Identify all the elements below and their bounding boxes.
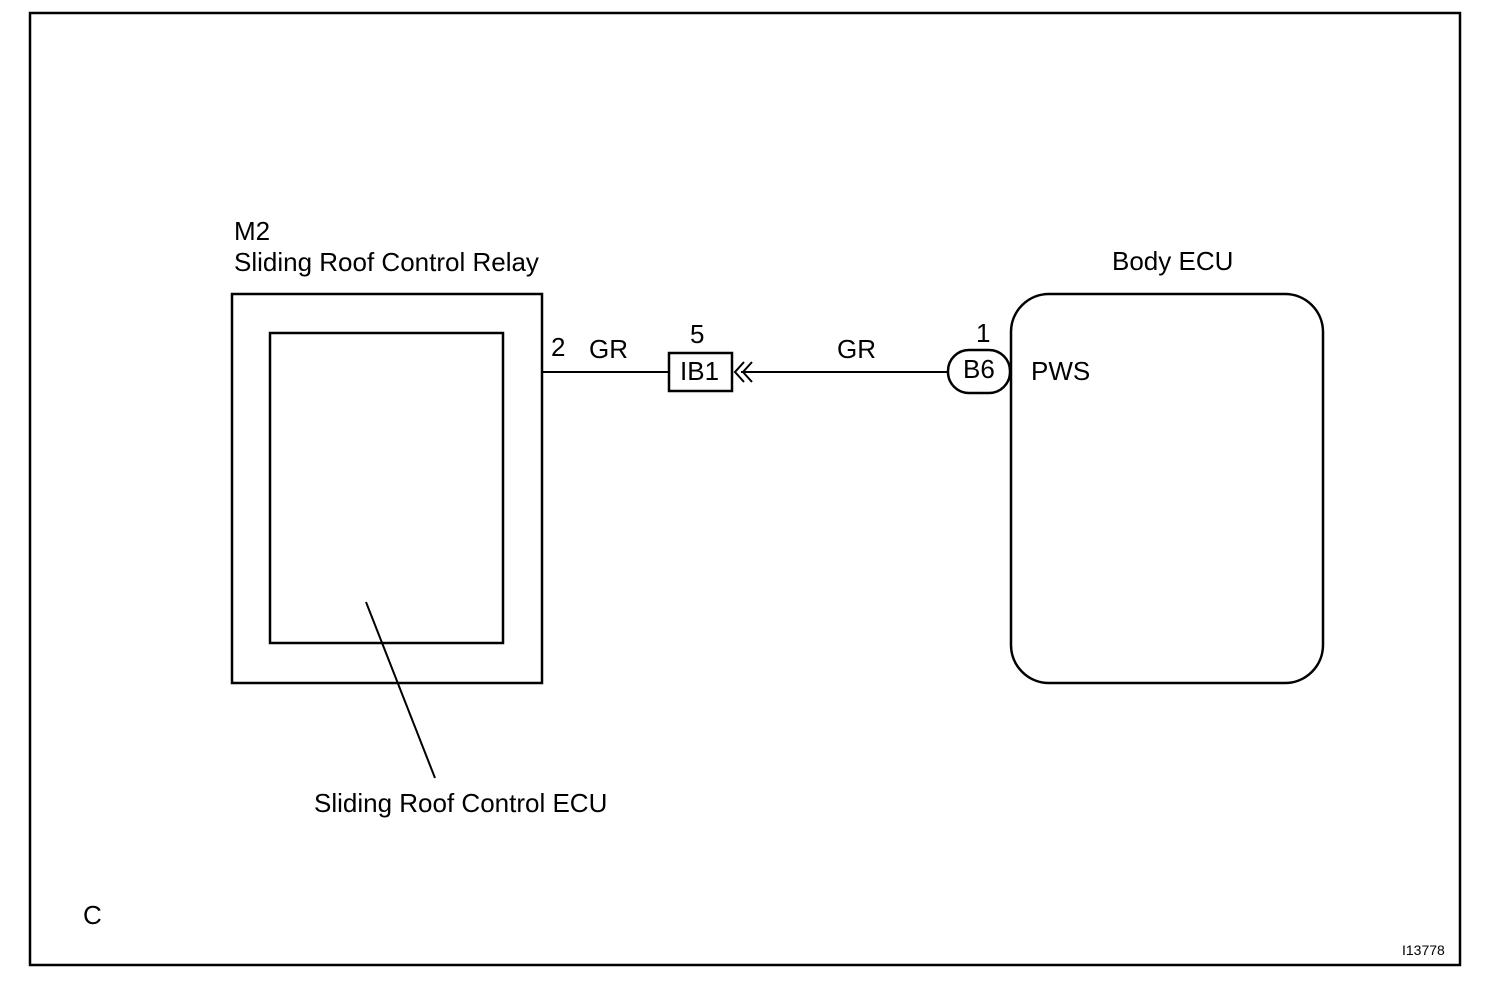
wire-right-color: GR	[837, 334, 876, 364]
relay-box	[230, 292, 544, 685]
diagram-frame	[28, 11, 1462, 967]
inner-ecu-label: Sliding Roof Control ECU	[314, 788, 607, 818]
ecu-inner-box	[268, 331, 505, 645]
relay-code: M2	[234, 216, 270, 246]
ecu-connector-code: B6	[963, 354, 995, 384]
ecu-leader-line	[365, 601, 436, 779]
junction-pin-number: 5	[690, 319, 704, 349]
relay-name: Sliding Roof Control Relay	[234, 247, 539, 277]
ecu-pin-number: 1	[976, 318, 990, 348]
ecu-box	[1009, 292, 1325, 685]
ecu-name: Body ECU	[1112, 246, 1233, 276]
figure-id: I13778	[1402, 942, 1445, 958]
relay-pin-number: 2	[551, 332, 565, 362]
wire-left-color: GR	[589, 334, 628, 364]
junction-code: IB1	[680, 356, 719, 386]
corner-letter: C	[83, 900, 102, 930]
junction-box	[667, 351, 734, 393]
ecu-terminal: PWS	[1031, 356, 1090, 386]
